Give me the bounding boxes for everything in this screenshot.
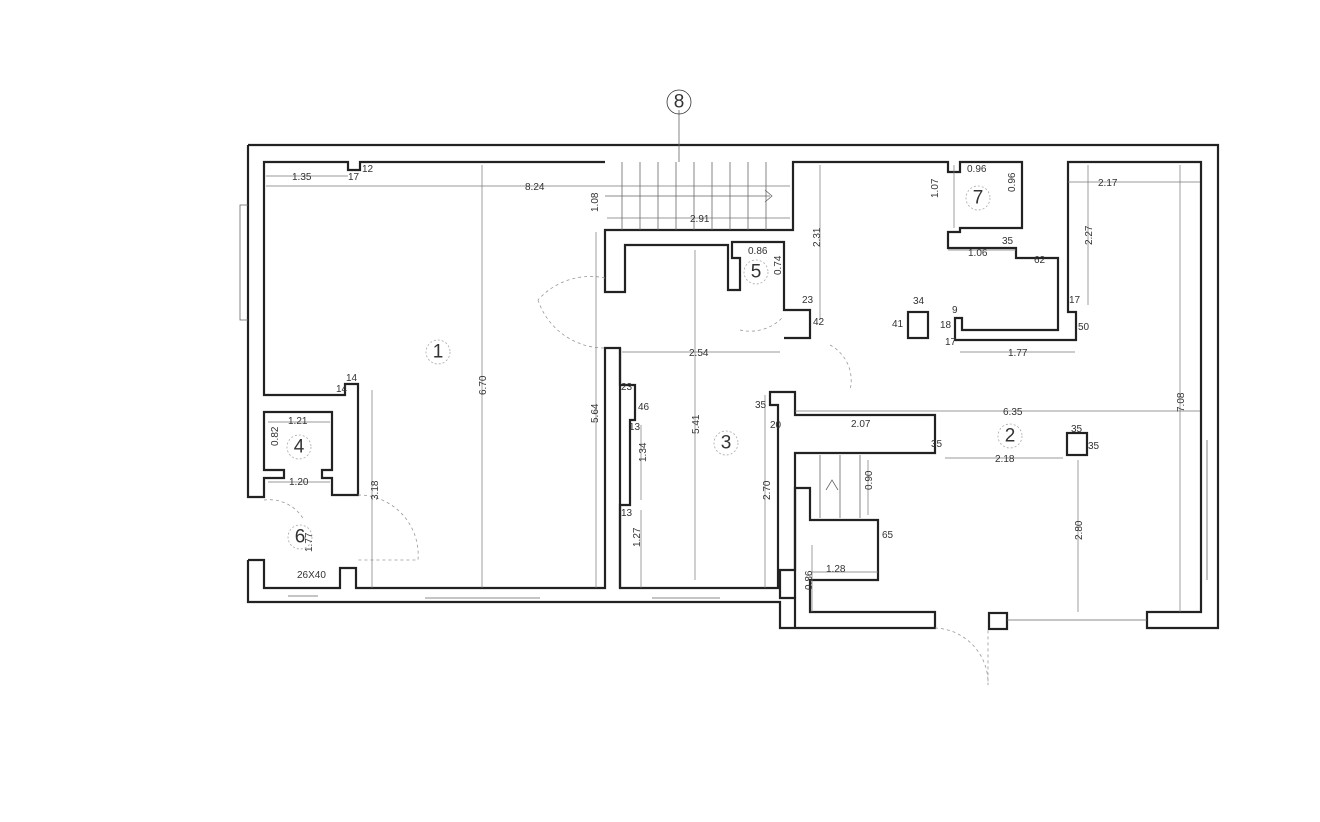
dimension-label: 2.18: [995, 454, 1015, 465]
dimension-label: 14: [346, 373, 358, 384]
dimension-label: 65: [882, 530, 894, 541]
dimension-label: 2.80: [1074, 520, 1085, 540]
dimension-label: 1.08: [590, 192, 601, 212]
room-markers: 1 2 3 4 5 6 7 8: [286, 89, 1023, 550]
stairs: [605, 110, 861, 518]
dimension-label: 1.34: [638, 442, 649, 462]
dimension-label: 23: [802, 295, 814, 306]
dimension-label: 12: [362, 164, 374, 175]
dimension-label: 18: [940, 320, 952, 331]
dimension-label: 0.82: [270, 426, 281, 446]
dimension-label: 7.08: [1176, 392, 1187, 412]
dimension-label: 0.96: [967, 164, 987, 175]
dimension-label: 1.20: [289, 477, 309, 488]
dimension-label: 2.27: [1084, 225, 1095, 245]
room-2-label: 2: [1005, 426, 1016, 447]
dimension-label: 6.70: [478, 375, 489, 395]
door-swings: [263, 276, 989, 686]
dimension-label: 2.07: [851, 419, 871, 430]
walls: [239, 143, 1220, 631]
dimension-label: 1.07: [930, 178, 941, 198]
dimension-label: 41: [892, 319, 904, 330]
dimension-label: 2.70: [762, 480, 773, 500]
dimension-label: 42: [813, 317, 825, 328]
dimension-lines: [266, 165, 1200, 612]
room-5-label: 5: [751, 262, 762, 283]
room-6-label: 6: [295, 527, 306, 548]
dimension-label: 1.27: [632, 527, 643, 547]
dimension-label: 17: [348, 172, 360, 183]
dimension-label: 1.35: [292, 172, 312, 183]
dimension-label: 5.41: [691, 414, 702, 434]
room-3-label: 3: [721, 433, 732, 454]
dimension-label: 35: [931, 439, 943, 450]
dimension-label: 0.96: [1007, 172, 1018, 192]
dimension-label: 6.35: [1003, 407, 1023, 418]
dimension-label: 0.74: [773, 255, 784, 275]
dimension-label: 3.18: [370, 480, 381, 500]
dimension-label: 26X40: [297, 570, 326, 581]
dimension-label: 62: [1034, 255, 1046, 266]
dimension-label: 1.06: [968, 248, 988, 259]
dimension-label: 2.31: [812, 227, 823, 247]
dimension-label: 13: [629, 422, 641, 433]
dimension-label: 0.86: [748, 246, 768, 257]
dimension-label: 35: [755, 400, 767, 411]
dimension-label: 20: [770, 420, 782, 431]
dimension-label: 17: [1069, 295, 1081, 306]
dimension-label: 14: [336, 384, 348, 395]
room-4-label: 4: [294, 437, 305, 458]
dimension-label: 8.24: [525, 182, 545, 193]
dimension-label: 35: [1071, 424, 1083, 435]
dimension-label: 0.90: [864, 470, 875, 490]
dimension-label: 35: [1088, 441, 1100, 452]
dimension-label: 9: [952, 305, 958, 316]
dimension-label: 1.21: [288, 416, 308, 427]
dimension-label: 2.17: [1098, 178, 1118, 189]
dimension-label: 0.86: [804, 570, 815, 590]
dimension-label: 50: [1078, 322, 1090, 333]
dimension-label: 1.77: [1008, 348, 1028, 359]
dimension-label: 23: [621, 382, 633, 393]
dimension-label: 2.54: [689, 348, 709, 359]
dimension-label: 34: [913, 296, 925, 307]
dimension-label: 13: [621, 508, 633, 519]
room-1-label: 1: [433, 342, 444, 363]
room-8-label: 8: [674, 92, 685, 113]
dimension-label: 5.64: [590, 403, 601, 423]
dimension-label: 1.28: [826, 564, 846, 575]
dimension-label: 17: [945, 337, 957, 348]
dimension-label: 46: [638, 402, 650, 413]
dimension-label: 35: [1002, 236, 1014, 247]
dimension-label: 2.91: [690, 214, 710, 225]
dimension-label: 1.77: [304, 532, 315, 552]
room-7-label: 7: [973, 188, 984, 209]
